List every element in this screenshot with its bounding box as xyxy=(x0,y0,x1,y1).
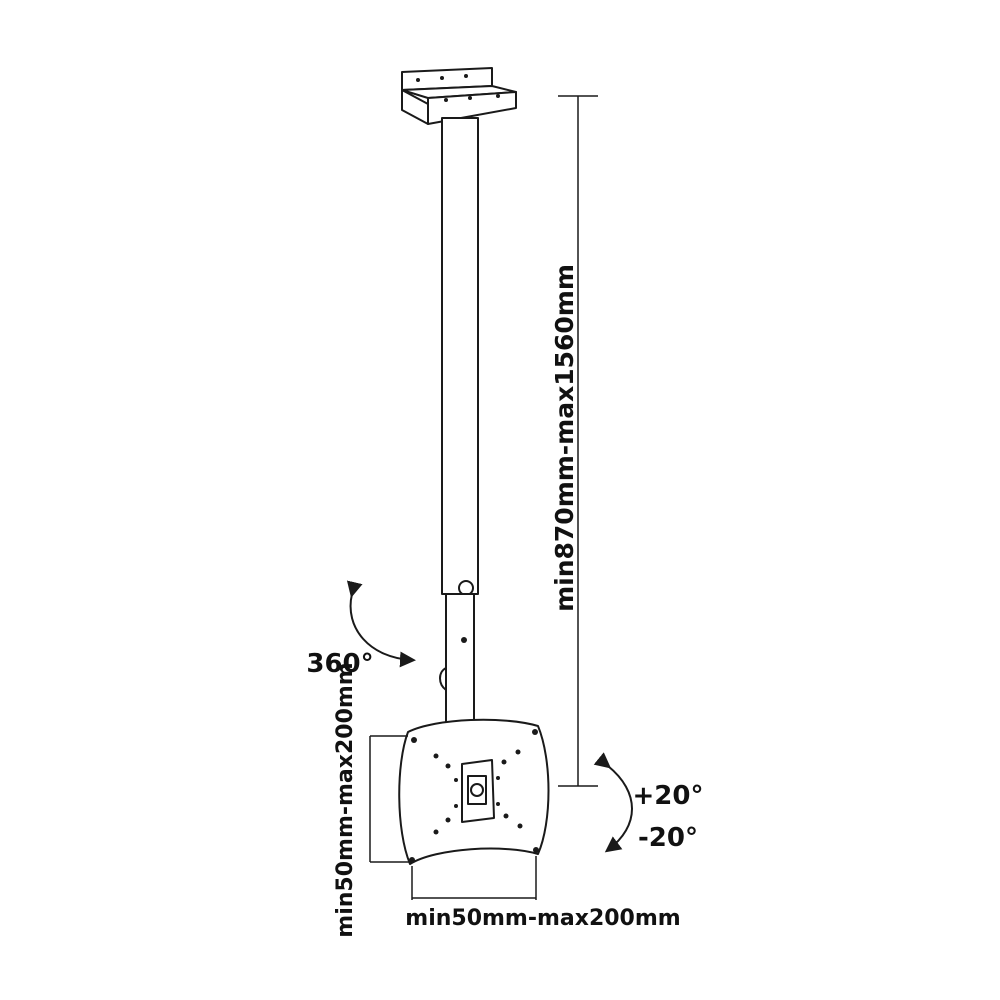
vesa-horizontal-label: min50mm-max200mm xyxy=(405,906,680,931)
vesa-horizontal-dimension xyxy=(411,856,537,900)
tilt-arrow-icon xyxy=(593,752,633,853)
tilt-up-label: +20° xyxy=(633,781,704,811)
vesa-vertical-dimension xyxy=(369,735,410,863)
upper-pole xyxy=(441,117,479,596)
lower-pole xyxy=(439,593,475,735)
rotation-arrow-icon xyxy=(346,580,416,668)
height-range-label: min870mm-max1560mm xyxy=(550,264,579,612)
rotation-label: 360° xyxy=(306,649,373,679)
tilt-down-label: -20° xyxy=(638,823,698,853)
height-dimension xyxy=(558,95,598,787)
vesa-vertical-label: min50mm-max200mm xyxy=(333,662,358,937)
vesa-plate xyxy=(398,718,550,865)
ceiling-bracket xyxy=(401,67,517,125)
